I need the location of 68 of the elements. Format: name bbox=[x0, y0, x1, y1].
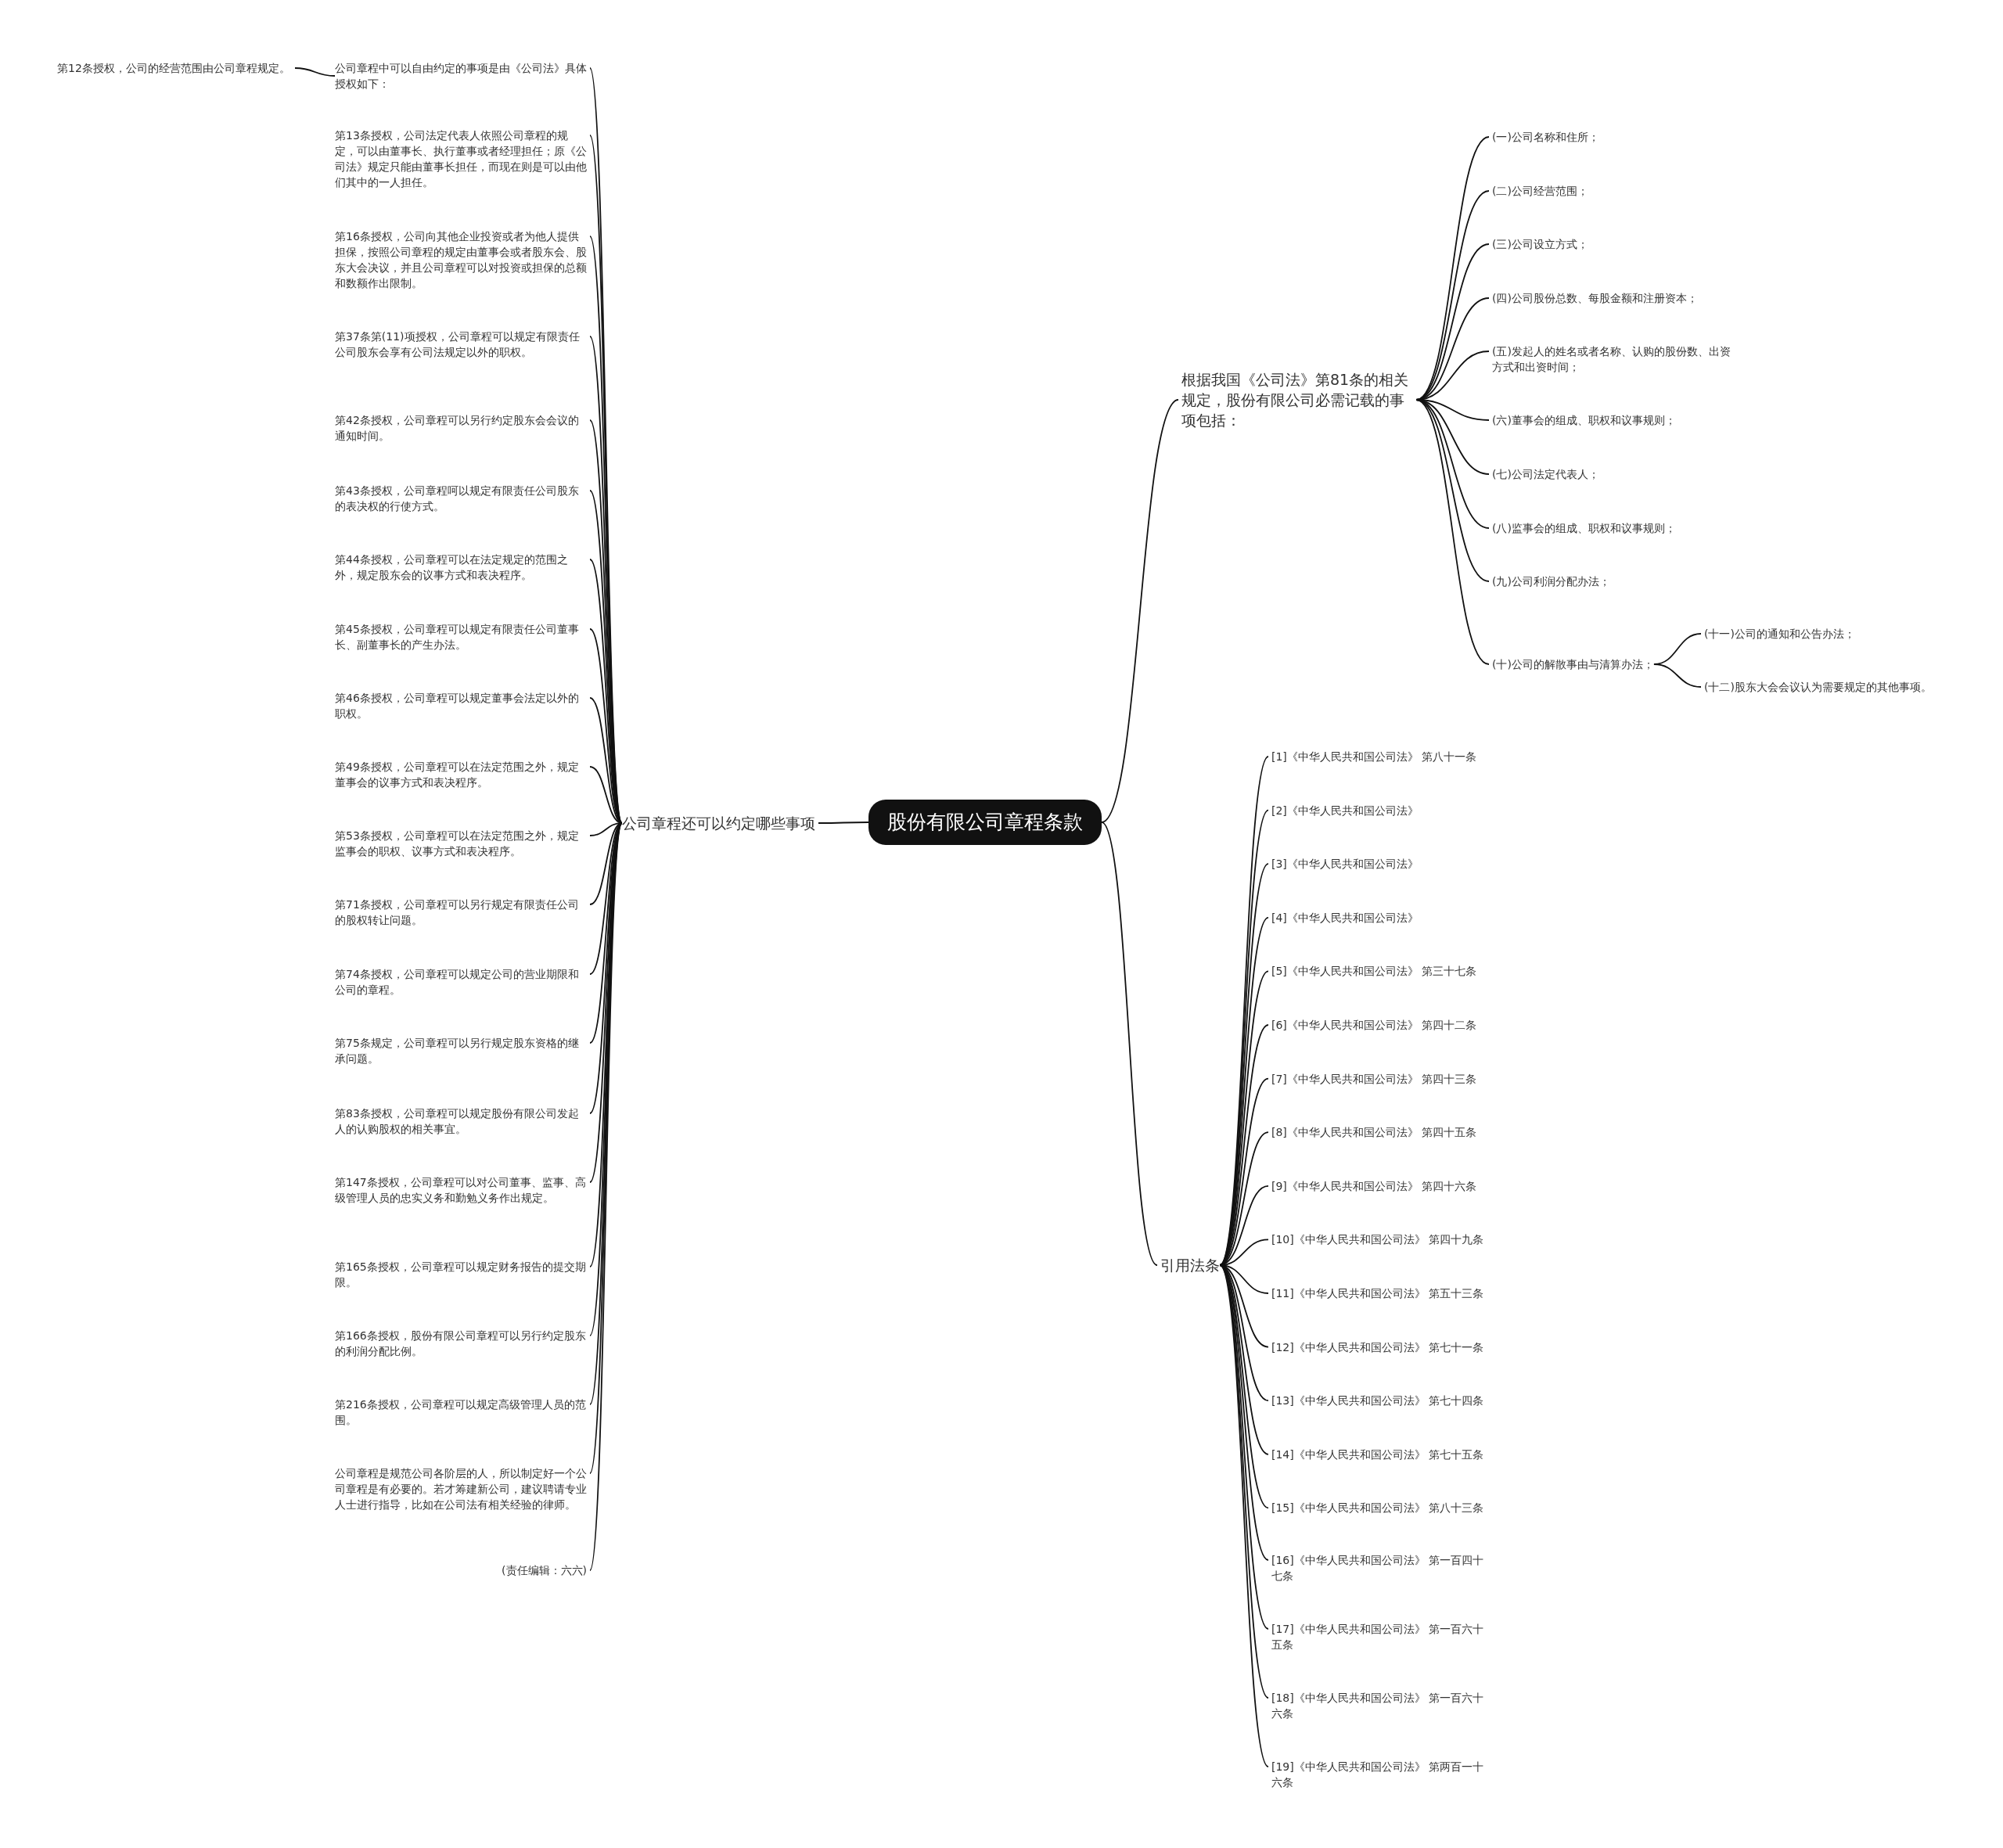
topic-text: 第165条授权，公司章程可以规定财务报告的提交期限。 bbox=[335, 1259, 587, 1290]
connector-line bbox=[1653, 663, 1702, 688]
topic-text: [3]《中华人民共和国公司法》 bbox=[1271, 856, 1489, 872]
topic-text: (一)公司名称和住所； bbox=[1492, 129, 1735, 145]
topic-text: 第43条授权，公司章程呵以规定有限责任公司股东的表决权的行使方式。 bbox=[335, 483, 587, 514]
topic-text: (七)公司法定代表人； bbox=[1492, 466, 1735, 482]
connector-line bbox=[1415, 399, 1490, 665]
topic-text: 第42条授权，公司章程可以另行约定股东会会议的通知时间。 bbox=[335, 412, 587, 444]
topic-text: 第216条授权，公司章程可以规定高级管理人员的范围。 bbox=[335, 1397, 587, 1428]
root-topic: 股份有限公司章程条款 bbox=[868, 800, 1102, 845]
connector-line bbox=[1101, 399, 1179, 823]
connector-line bbox=[1219, 1264, 1269, 1630]
topic-text: [11]《中华人民共和国公司法》 第五十三条 bbox=[1271, 1285, 1489, 1301]
topic-text: 第166条授权，股份有限公司章程可以另行约定股东的利润分配比例。 bbox=[335, 1328, 587, 1359]
topic-text: (责任编辑：六六) bbox=[335, 1562, 587, 1578]
topic-text: 第13条授权，公司法定代表人依照公司章程的规定，可以由董事长、执行董事或者经理担任；原《公司法》规定只能由董事长担任，而现在则是可以由他们其中的一人担任。 bbox=[335, 128, 587, 190]
topic-text: 第71条授权，公司章程可以另行规定有限责任公司的股权转让问题。 bbox=[335, 897, 587, 928]
topic-text: [2]《中华人民共和国公司法》 bbox=[1271, 802, 1489, 818]
topic-text: 第44条授权，公司章程可以在法定规定的范围之外，规定股东会的议事方式和表决程序。 bbox=[335, 552, 587, 583]
topic-text: (八)监事会的组成、职权和议事规则； bbox=[1492, 520, 1735, 536]
branch-topic: 根据我国《公司法》第81条的相关规定，股份有限公司必需记载的事项包括： bbox=[1181, 369, 1416, 430]
topic-text: [19]《中华人民共和国公司法》 第两百一十六条 bbox=[1271, 1759, 1489, 1790]
topic-text: [4]《中华人民共和国公司法》 bbox=[1271, 909, 1489, 926]
topic-text: [18]《中华人民共和国公司法》 第一百六十六条 bbox=[1271, 1690, 1489, 1721]
topic-text: 第53条授权，公司章程可以在法定范围之外，规定监事会的职权、议事方式和表决程序。 bbox=[335, 828, 587, 859]
topic-text: 第75条规定，公司章程可以另行规定股东资格的继承问题。 bbox=[335, 1035, 587, 1066]
topic-text: [17]《中华人民共和国公司法》 第一百六十五条 bbox=[1271, 1621, 1489, 1652]
topic-text: 第74条授权，公司章程可以规定公司的营业期限和公司的章程。 bbox=[335, 966, 587, 998]
topic-text: [9]《中华人民共和国公司法》 第四十六条 bbox=[1271, 1177, 1489, 1194]
topic-text: 第16条授权，公司向其他企业投资或者为他人提供担保，按照公司章程的规定由董事会或者股东会、股东大会决议，并且公司章程可以对投资或担保的总额和数额作出限制。 bbox=[335, 228, 587, 291]
topic-text: 第46条授权，公司章程可以规定董事会法定以外的职权。 bbox=[335, 690, 587, 721]
topic-text: 公司章程中可以自由约定的事项是由《公司法》具体授权如下： bbox=[335, 60, 587, 92]
topic-text: 第37条第(11)项授权，公司章程可以规定有限责任公司股东会享有公司法规定以外的职权。 bbox=[335, 329, 587, 360]
topic-text: [1]《中华人民共和国公司法》 第八十一条 bbox=[1271, 749, 1489, 764]
topic-text: [16]《中华人民共和国公司法》 第一百四十七条 bbox=[1271, 1552, 1489, 1584]
topic-text: 第147条授权，公司章程可以对公司董事、监事、高级管理人员的忠实义务和勤勉义务作出规定。 bbox=[335, 1174, 587, 1206]
topic-text: [5]《中华人民共和国公司法》 第三十七条 bbox=[1271, 963, 1489, 980]
topic-text: [14]《中华人民共和国公司法》 第七十五条 bbox=[1271, 1446, 1489, 1462]
topic-text: [7]《中华人民共和国公司法》 第四十三条 bbox=[1271, 1070, 1489, 1087]
topic-text: (十二)股东大会会议认为需要规定的其他事项。 bbox=[1704, 679, 1943, 695]
connector-line bbox=[294, 67, 336, 77]
topic-text: 第45条授权，公司章程可以规定有限责任公司董事长、副董事长的产生办法。 bbox=[335, 621, 587, 653]
topic-text: 第49条授权，公司章程可以在法定范围之外，规定董事会的议事方式和表决程序。 bbox=[335, 759, 587, 790]
topic-text: (十一)公司的通知和公告办法； bbox=[1704, 626, 1954, 642]
topic-text: (九)公司利润分配办法； bbox=[1492, 573, 1735, 589]
branch-topic: 引用法条 bbox=[1160, 1255, 1220, 1275]
branch-topic: 公司章程还可以约定哪些事项 bbox=[622, 813, 815, 833]
connector-line bbox=[1415, 399, 1490, 582]
connector-line bbox=[1219, 1264, 1269, 1402]
topic-text: (二)公司经营范围； bbox=[1492, 183, 1735, 199]
topic-text: (五)发起人的姓名或者名称、认购的股份数、出资方式和出资时间； bbox=[1492, 343, 1735, 375]
topic-text: [6]《中华人民共和国公司法》 第四十二条 bbox=[1271, 1017, 1489, 1033]
topic-text: (三)公司设立方式； bbox=[1492, 236, 1735, 252]
topic-text: [12]《中华人民共和国公司法》 第七十一条 bbox=[1271, 1339, 1489, 1355]
connector-line bbox=[1219, 1077, 1269, 1266]
topic-text: 第83条授权，公司章程可以规定股份有限公司发起人的认购股权的相关事宜。 bbox=[335, 1106, 587, 1137]
topic-text: (六)董事会的组成、职权和议事规则； bbox=[1492, 412, 1735, 428]
topic-text: [8]《中华人民共和国公司法》 第四十五条 bbox=[1271, 1124, 1489, 1141]
connector-line bbox=[818, 822, 869, 824]
topic-text: (四)公司股份总数、每股金额和注册资本； bbox=[1492, 290, 1735, 306]
topic-text: [15]《中华人民共和国公司法》 第八十三条 bbox=[1271, 1500, 1489, 1516]
topic-text: (十)公司的解散事由与清算办法； bbox=[1492, 656, 1654, 672]
connector-line bbox=[589, 336, 623, 824]
topic-text: [10]《中华人民共和国公司法》 第四十九条 bbox=[1271, 1231, 1489, 1248]
topic-text: 第12条授权，公司的经营范围由公司章程规定。 bbox=[57, 60, 292, 76]
connector-line bbox=[1101, 822, 1158, 1266]
topic-text: [13]《中华人民共和国公司法》 第七十四条 bbox=[1271, 1393, 1489, 1409]
topic-text: 公司章程是规范公司各阶层的人，所以制定好一个公司章程是有必要的。若才筹建新公司，建议聘请专业人士进行指导，比如在公司法有相关经验的律师。 bbox=[335, 1465, 587, 1512]
